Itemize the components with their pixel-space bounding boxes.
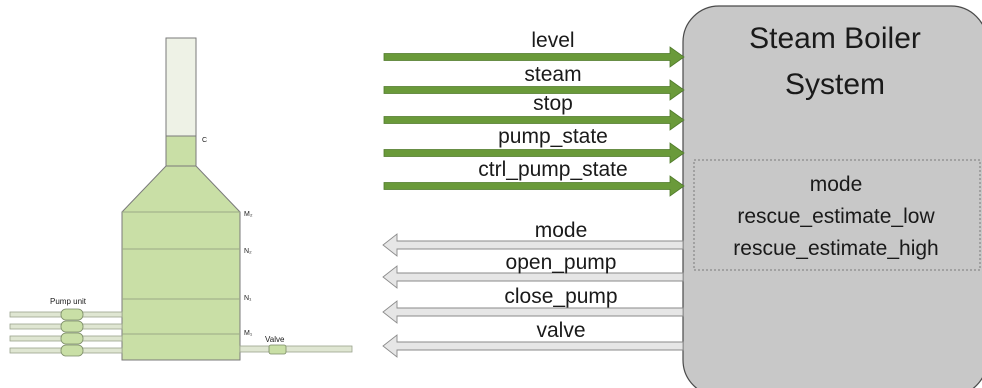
- input-label-steam: steam: [524, 63, 581, 86]
- output-arrow-mode: mode: [382, 219, 684, 257]
- output-label-close-pump: close_pump: [504, 285, 617, 308]
- pump-unit-label: Pump unit: [50, 297, 87, 306]
- output-arrow-valve: valve: [382, 319, 684, 358]
- chimney-water: [165, 135, 197, 167]
- chimney-empty: [165, 37, 197, 137]
- boiler-system-rect: [682, 5, 982, 388]
- pump-2: [60, 320, 84, 333]
- pump-unit: [60, 308, 84, 357]
- valve-label: Valve: [265, 335, 285, 344]
- boiler-title-line1: Steam Boiler: [749, 22, 921, 55]
- input-arrow-level: level: [383, 29, 685, 68]
- input-arrow-stop: stop: [383, 92, 685, 131]
- valve-pipe: [239, 345, 353, 353]
- pump-4: [60, 344, 84, 357]
- pump-1: [60, 308, 84, 321]
- pump-3: [60, 332, 84, 345]
- boiler-tank: C M₂ N₂ N₁ M₁ Pump unit Valve: [9, 37, 353, 361]
- input-arrow-steam: steam: [383, 63, 685, 101]
- tank-water: [121, 165, 241, 361]
- state-var-rescue-low: rescue_estimate_low: [737, 205, 935, 228]
- output-arrow-open-pump: open_pump: [382, 251, 684, 289]
- input-label-pump-state: pump_state: [498, 125, 608, 148]
- output-arrow-close-pump: close_pump: [382, 285, 684, 324]
- input-arrows: level steam stop pump_state ctrl_pump_st…: [383, 29, 685, 197]
- output-label-valve: valve: [536, 319, 585, 342]
- valve: [268, 344, 287, 355]
- input-arrow-pump-state: pump_state: [383, 125, 685, 164]
- output-label-open-pump: open_pump: [506, 251, 617, 274]
- level-label-n1: N₁: [244, 295, 252, 302]
- output-label-mode: mode: [535, 219, 588, 242]
- level-label-m1: M₁: [244, 330, 253, 337]
- output-arrows: mode open_pump close_pump valve: [382, 219, 684, 358]
- state-var-mode: mode: [810, 173, 863, 196]
- input-arrow-ctrl-pump-state: ctrl_pump_state: [383, 158, 685, 197]
- input-label-ctrl-pump-state: ctrl_pump_state: [478, 158, 627, 181]
- level-label-n2: N₂: [244, 248, 252, 255]
- level-label-m2: M₂: [244, 211, 253, 218]
- state-var-rescue-high: rescue_estimate_high: [733, 237, 938, 260]
- input-label-stop: stop: [533, 92, 573, 115]
- steam-boiler-system-box: Steam Boiler System mode rescue_estimate…: [682, 5, 982, 388]
- level-label-c: C: [202, 137, 207, 144]
- state-vars-box: [693, 159, 981, 271]
- boiler-title-line2: System: [785, 68, 885, 101]
- input-label-level: level: [531, 29, 574, 52]
